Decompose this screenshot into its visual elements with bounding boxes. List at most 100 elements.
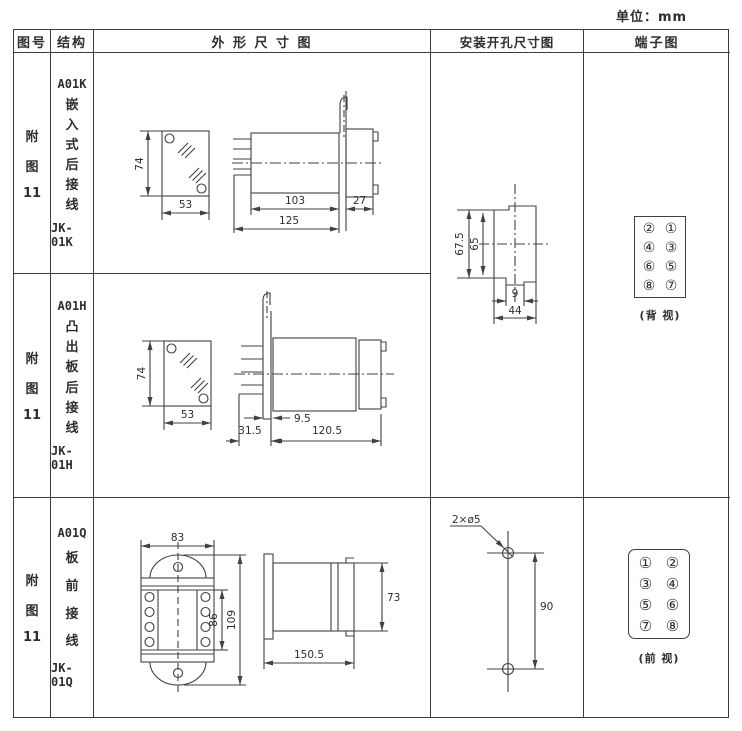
terminal-pin: ⑥ (665, 595, 680, 614)
terminal-pin: ⑥ (642, 258, 656, 275)
figure-cell-a01q: 附 图 11 (14, 498, 51, 717)
header-install-label: 安装开孔尺寸图 (459, 34, 555, 50)
terminal-pin: ② (665, 553, 680, 572)
dim-label-cut-width: 44 (508, 305, 522, 317)
terminal-pin: ① (638, 553, 653, 572)
dim-label-holes: 2×ø5 (452, 514, 481, 526)
code-label: JK-01Q (51, 661, 73, 690)
figure-char: 图 (25, 382, 39, 397)
terminal-cell-back: ② ① ④ ③ ⑥ ⑤ ⑧ ⑦ (背 视) (584, 53, 730, 498)
dim-label-side-h: 73 (387, 592, 400, 604)
header-terminal-label: 端子图 (634, 35, 680, 51)
glass-hatch (177, 142, 196, 159)
side-view-a01q: 73 150.5 (263, 553, 400, 669)
header-install: 安装开孔尺寸图 (431, 30, 584, 53)
desc-char: 接 (65, 606, 79, 622)
figure-cell-a01h: 附 图 11 (14, 274, 51, 498)
figure-number: 11 (22, 630, 42, 645)
dim-label-total: 109 (226, 610, 238, 630)
dim-label-height: 74 (136, 367, 148, 381)
outline-cell-a01k: 74 53 (94, 53, 431, 274)
terminal-box-front: ① ② ③ ④ ⑤ ⑥ ⑦ ⑧ (628, 549, 690, 639)
spec-table: 图号 结构 外 形 尺 寸 图 安装开孔尺寸图 端子图 附 图 11 A01K … (13, 29, 730, 718)
desc-char: 嵌 (65, 97, 79, 113)
glass-hatch (179, 352, 198, 369)
dim-label-outer: 67.5 (454, 232, 466, 255)
dim-label-body: 120.5 (312, 425, 342, 437)
model-label: A01H (57, 299, 87, 314)
desc-char: 接 (65, 400, 79, 416)
structure-cell-a01k: A01K 嵌 入 式 后 接 线 JK-01K (51, 53, 94, 274)
model-label: A01Q (57, 525, 87, 540)
terminal-pin: ① (664, 220, 678, 237)
desc-char: 线 (65, 634, 79, 650)
install-cell-flush: 67.5 65 9 44 (431, 53, 584, 498)
desc-char: 接 (65, 178, 79, 194)
outline-drawing-a01h: 74 53 (136, 291, 394, 446)
dim-label-width: 53 (181, 409, 194, 421)
front-view-a01q: 83 86 (140, 532, 246, 692)
code-label: JK-01K (51, 221, 73, 250)
figure-number: 11 (22, 185, 42, 201)
desc-char: 出 (65, 340, 79, 356)
dim-label-gap: 9.5 (294, 413, 311, 425)
terminal-cell-front: ① ② ③ ④ ⑤ ⑥ ⑦ ⑧ (前 视) (584, 498, 730, 717)
terminal-pin: ③ (638, 574, 653, 593)
dim-label-side-w: 150.5 (294, 649, 324, 661)
desc-char: 后 (65, 158, 79, 173)
outline-cell-a01q: 83 86 (94, 498, 431, 717)
structure-cell-a01h: A01H 凸 出 板 后 接 线 JK-01H (51, 274, 94, 498)
side-view-a01h: 9.5 31.5 120.5 (226, 291, 394, 446)
outline-drawing-a01q: 83 86 (140, 532, 400, 692)
cutout-view: 67.5 65 9 44 (454, 184, 551, 324)
terminal-pin: ② (642, 220, 656, 237)
header-outline: 外 形 尺 寸 图 (94, 30, 431, 53)
header-figure-label: 图号 (16, 35, 47, 51)
header-structure-label: 结构 (56, 35, 87, 51)
unit-label: 单位：mm (616, 10, 688, 25)
header-figure: 图号 (14, 30, 51, 53)
desc-char: 线 (65, 198, 79, 214)
front-view-a01k: 74 53 (134, 130, 210, 220)
terminal-pin: ③ (664, 239, 678, 256)
terminal-pin: ⑦ (638, 616, 653, 635)
desc-char: 板 (65, 550, 79, 566)
glass-hatch (190, 377, 209, 394)
figure-cell-a01k: 附 图 11 (14, 53, 51, 274)
figure-char: 附 (25, 574, 39, 589)
terminal-pin: ④ (642, 239, 656, 256)
side-view-a01k: 103 27 125 (232, 91, 381, 233)
header-structure: 结构 (51, 30, 94, 53)
terminal-box-back: ② ① ④ ③ ⑥ ⑤ ⑧ ⑦ (634, 216, 686, 298)
dim-label-inner: 86 (208, 613, 220, 627)
dim-label-pins: 31.5 (238, 425, 261, 437)
dim-label-rear: 27 (353, 195, 366, 207)
terminal-pin: ⑧ (665, 616, 680, 635)
dim-label-height: 74 (134, 157, 146, 171)
desc-char: 式 (65, 137, 79, 153)
terminal-pin: ⑤ (664, 258, 678, 275)
outline-cell-a01h: 74 53 (94, 274, 431, 498)
model-label: A01K (57, 76, 87, 91)
dim-label-inner: 65 (469, 237, 481, 250)
dim-label-spacing: 90 (540, 601, 553, 613)
install-drawing-panel: 2×ø5 90 (450, 514, 553, 692)
figure-char: 图 (25, 604, 39, 619)
install-cell-panel: 2×ø5 90 (431, 498, 584, 717)
desc-char: 凸 (65, 320, 79, 336)
install-drawing-flush: 67.5 65 9 44 (454, 184, 551, 324)
code-label: JK-01H (51, 443, 73, 472)
front-view-a01h: 74 53 (136, 340, 212, 430)
glass-hatch (188, 167, 207, 184)
figure-char: 附 (25, 352, 39, 367)
terminal-pin: ⑧ (642, 277, 656, 294)
terminal-pin: ④ (665, 574, 680, 593)
figure-char: 图 (25, 159, 39, 175)
figure-number: 11 (22, 408, 42, 423)
dim-label-width: 53 (179, 199, 192, 211)
terminal-caption-front: (前 视) (638, 652, 680, 665)
terminal-caption-back: (背 视) (639, 309, 681, 322)
figure-char: 附 (25, 129, 39, 145)
desc-char: 线 (65, 420, 79, 436)
hole-pattern-view: 2×ø5 90 (450, 514, 553, 692)
